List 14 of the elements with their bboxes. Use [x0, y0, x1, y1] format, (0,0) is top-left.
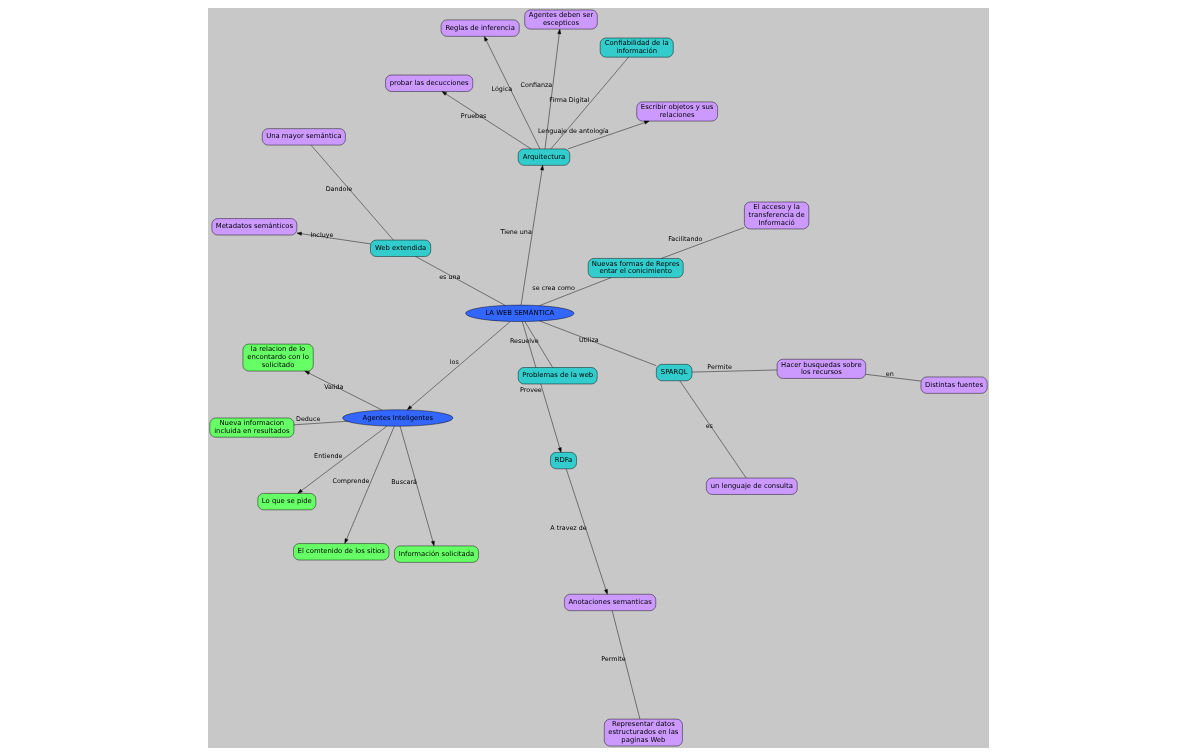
arrow — [567, 120, 650, 150]
arrow — [484, 36, 541, 150]
connector — [415, 256, 506, 306]
arrow — [344, 426, 395, 544]
connector — [539, 277, 612, 306]
arrow — [441, 91, 532, 149]
arrow — [544, 29, 562, 149]
arrow — [304, 370, 383, 411]
arrow — [407, 321, 511, 411]
arrow — [297, 425, 388, 494]
arrow — [296, 231, 371, 245]
arrow — [520, 165, 544, 306]
arrow — [565, 468, 608, 595]
arrow — [399, 426, 435, 546]
